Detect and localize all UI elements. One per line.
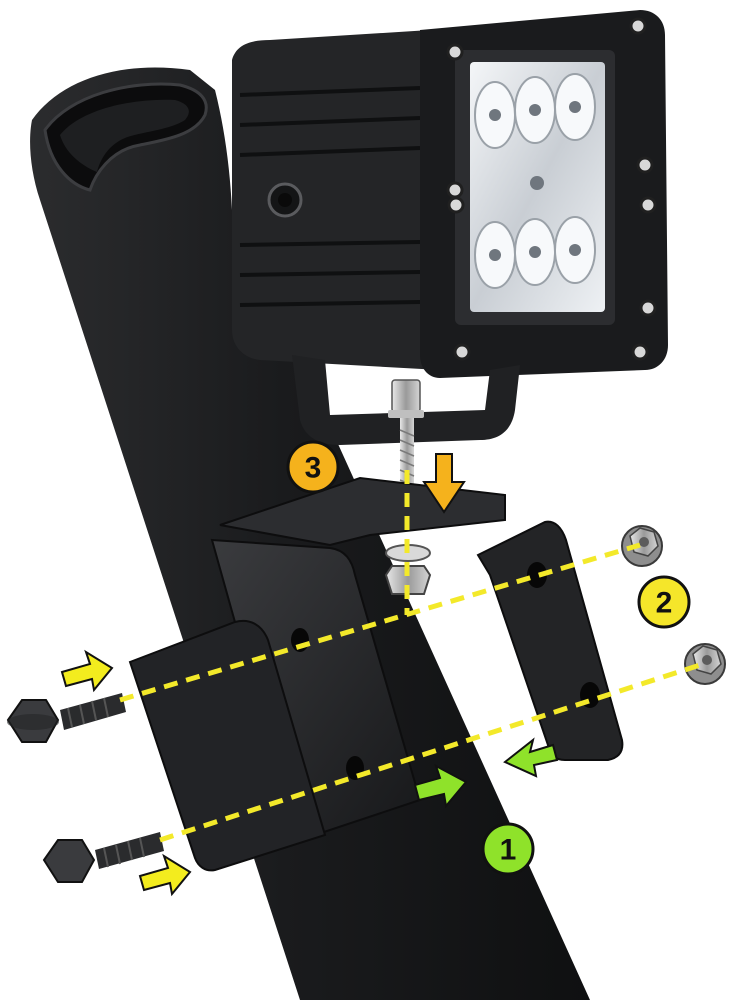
bezel-screws bbox=[446, 17, 657, 361]
led-work-light bbox=[232, 10, 668, 445]
step-1-badge: 1 bbox=[481, 822, 535, 876]
arrow-step1-right bbox=[413, 763, 468, 809]
flange-nut-lower bbox=[684, 643, 726, 685]
alignment-guides bbox=[119, 470, 701, 843]
arrow-step1-left bbox=[503, 737, 559, 778]
step-1-label: 1 bbox=[500, 834, 517, 867]
arrow-bolt-lower bbox=[138, 853, 192, 897]
guide-line-lower-bolt bbox=[159, 662, 701, 843]
flange-nut-upper bbox=[621, 525, 663, 567]
arrow-bolt-upper bbox=[60, 649, 114, 693]
back-clamp-plate bbox=[476, 520, 624, 761]
main-l-bracket bbox=[128, 476, 506, 872]
step-2-label: 2 bbox=[656, 587, 673, 620]
step-2-badge: 2 bbox=[637, 575, 691, 629]
plate-hole-upper bbox=[527, 562, 547, 588]
step-3-label: 3 bbox=[305, 452, 322, 485]
hex-bolt-lower bbox=[42, 832, 164, 883]
step-3-badge: 3 bbox=[286, 440, 340, 494]
housing-fins bbox=[239, 86, 421, 307]
arrow-step3-down bbox=[422, 453, 466, 514]
hex-bolt-upper bbox=[6, 693, 126, 743]
